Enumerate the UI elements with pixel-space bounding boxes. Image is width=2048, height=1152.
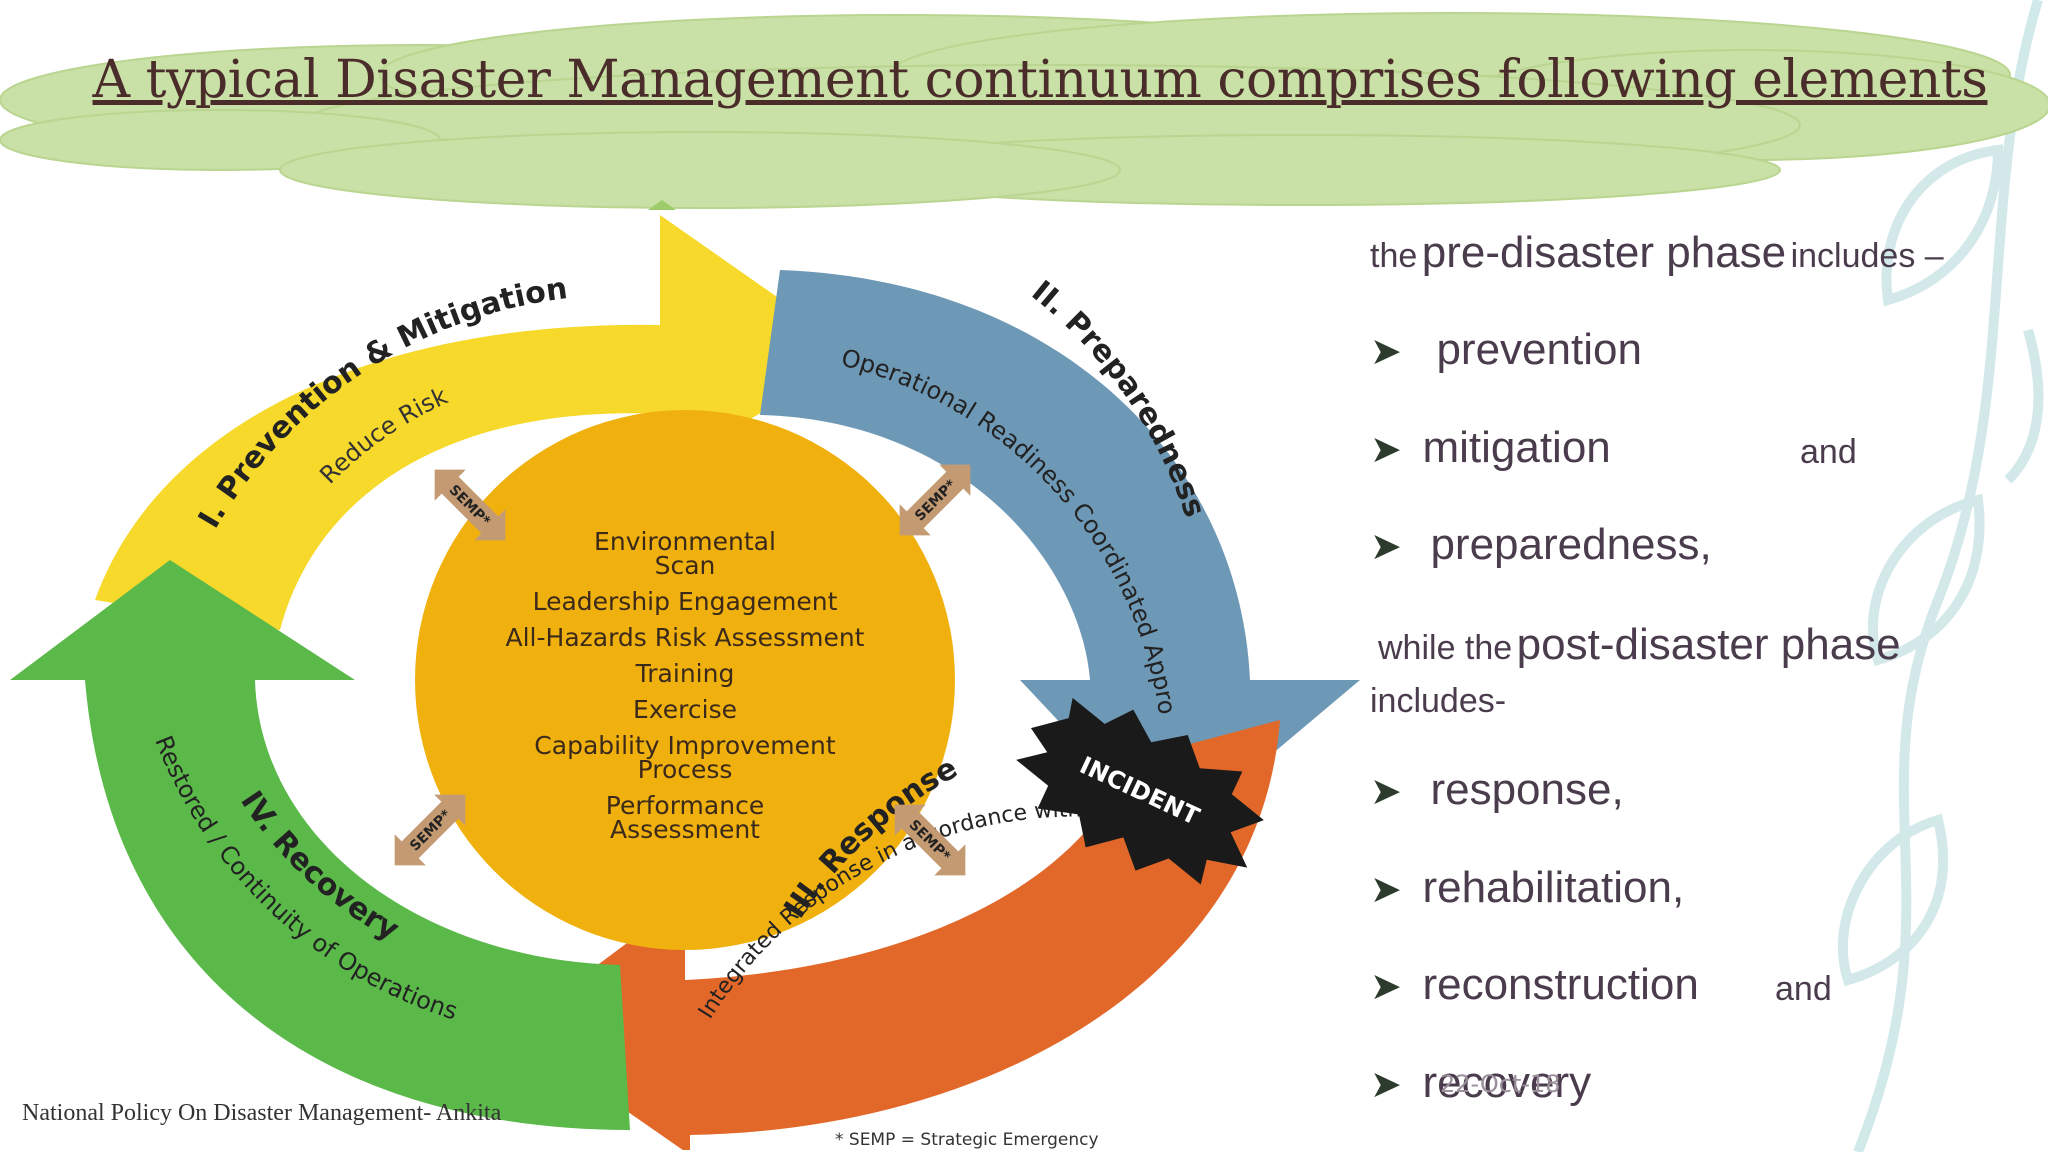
response-arrow	[510, 720, 1280, 1150]
list-item-recovery: ➤ recovery	[1370, 1058, 1592, 1107]
list-item-rehabilitation: ➤ rehabilitation,	[1370, 863, 1685, 912]
prevention-mitigation-arrow	[95, 215, 860, 630]
semp-footnote: * SEMP = Strategic Emergency	[835, 1130, 1099, 1150]
list-item-preparedness: ➤ preparedness,	[1370, 520, 1712, 569]
arrow-bullet-icon: ➤	[1370, 526, 1402, 568]
arrow-bullet-icon: ➤	[1370, 869, 1402, 911]
title-cloud-shape	[0, 12, 2048, 210]
list-item-reconstruction: ➤ reconstruction	[1370, 960, 1699, 1009]
slide-title: A typical Disaster Management continuum …	[92, 50, 1988, 110]
list-item-mitigation: ➤ mitigation	[1370, 423, 1611, 472]
footer-author: National Policy On Disaster Management- …	[22, 1100, 502, 1126]
arrow-bullet-icon: ➤	[1370, 1064, 1402, 1106]
list-item-response: ➤ response,	[1370, 765, 1624, 814]
arrow-bullet-icon: ➤	[1370, 771, 1402, 813]
footer-date: 22-Oct-18	[1440, 1070, 1561, 1098]
post-phase-heading: while the post-disaster phase	[1378, 620, 1901, 669]
preparedness-arrow	[760, 270, 1360, 840]
pre-phase-heading: the pre-disaster phase includes –	[1370, 228, 1944, 277]
center-item: Training	[635, 659, 735, 688]
arrow-bullet-icon: ➤	[1370, 331, 1402, 373]
arrow-bullet-icon: ➤	[1370, 429, 1402, 471]
center-item: All-Hazards Risk Assessment	[506, 623, 865, 652]
center-item: Exercise	[633, 695, 737, 724]
arrow-bullet-icon: ➤	[1370, 966, 1402, 1008]
recovery-arrow	[10, 560, 630, 1130]
and-label-1: and	[1800, 433, 1857, 471]
post-phase-includes: includes-	[1370, 682, 1507, 720]
list-item-prevention: ➤ prevention	[1370, 325, 1642, 374]
leaf-background-decoration	[1837, 0, 2044, 1152]
and-label-2: and	[1775, 970, 1832, 1008]
center-item: Leadership Engagement	[533, 587, 838, 616]
center-circle	[415, 410, 955, 950]
incident-burst: INCIDENT	[1016, 697, 1264, 885]
